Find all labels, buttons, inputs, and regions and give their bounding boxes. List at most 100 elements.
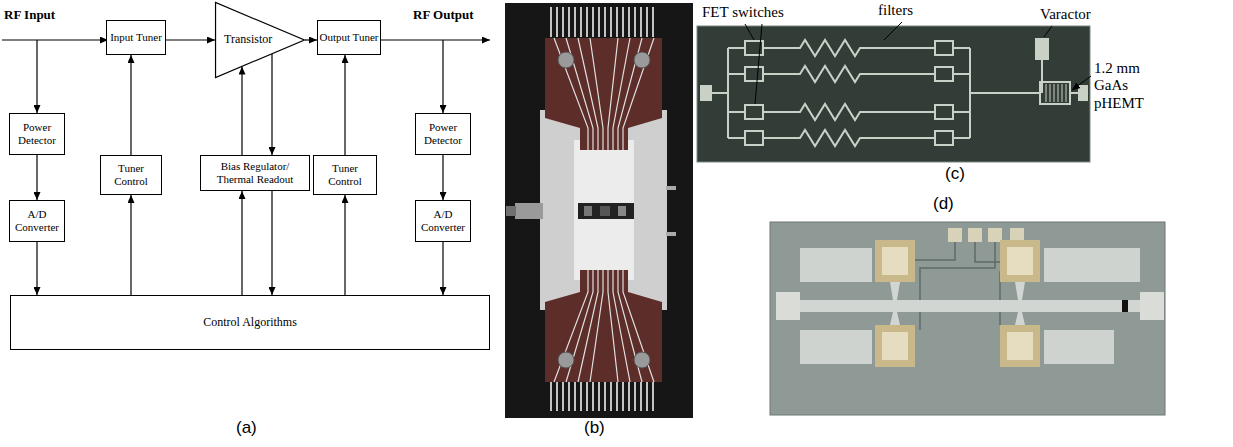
board-photo: [506, 206, 516, 216]
box-label: A/D Converter: [10, 208, 64, 233]
board-photo: [505, 3, 693, 418]
mems-chip-photo: [1007, 247, 1033, 275]
board-photo: [578, 203, 634, 219]
mmic-photo: [1078, 85, 1088, 101]
panel-letter: (a): [236, 418, 257, 438]
box-label: Tuner Control: [101, 162, 161, 187]
mems-chip-photo: [778, 300, 1160, 312]
leader-line: [1044, 26, 1052, 37]
box-label: Input Tuner: [110, 31, 162, 44]
process-box: A/D Converter: [9, 200, 65, 242]
mmic-photo: [728, 66, 970, 82]
signal-wire: [442, 40, 443, 113]
connector-arrow: [271, 54, 272, 155]
box-label: Control Algorithms: [203, 316, 297, 330]
mems-chip-photo: [875, 240, 915, 282]
leader-line: [745, 24, 754, 40]
port-label: RF Output: [413, 8, 474, 23]
box-label: A/D Converter: [416, 208, 470, 233]
process-box: Power Detector: [415, 113, 471, 155]
callout-label: FET switches: [702, 4, 784, 21]
connector-arrow: [36, 242, 37, 295]
mmic-photo: [1040, 82, 1070, 104]
mmic-photo: [728, 130, 970, 146]
signal-wire: [2, 39, 108, 40]
mmic-photo: [712, 40, 1080, 146]
board-photo: [618, 206, 626, 216]
mmic-photo: [745, 131, 763, 145]
board-photo: [550, 381, 657, 411]
mems-chip-photo: [1000, 240, 1040, 282]
connector-arrow: [130, 195, 131, 295]
mems-chip-photo: [1044, 330, 1114, 364]
process-box: Control Algorithms: [10, 295, 490, 350]
board-photo: [558, 52, 574, 68]
mems-chip-photo: [948, 228, 962, 242]
process-box: A/D Converter: [415, 200, 471, 242]
leader-line: [745, 22, 1091, 104]
mmic-photo: [728, 104, 970, 120]
connector-arrow: [305, 39, 317, 40]
board-photo: [515, 203, 543, 219]
panel-letter: (c): [945, 164, 965, 184]
board-photo: [505, 3, 693, 418]
board-photo: [634, 352, 650, 368]
mmic-photo: [935, 131, 953, 145]
callout-label: filters: [878, 2, 913, 19]
board-photo: [545, 38, 662, 150]
leader-line: [1072, 76, 1091, 90]
mmic-photo: [1035, 38, 1049, 60]
box-label: Transistor: [224, 33, 272, 47]
mmic-photo: [1046, 84, 1066, 102]
connector-arrow: [241, 191, 242, 295]
signal-wire: [378, 39, 490, 40]
mems-chip-photo: [1140, 292, 1164, 320]
process-box: Input Tuner: [106, 20, 166, 55]
connector-arrow: [130, 55, 131, 155]
leader-line: [755, 24, 762, 104]
mmic-photo: [970, 48, 1080, 138]
mems-chip-photo: [770, 222, 1165, 415]
mems-chip-photo: [1010, 228, 1024, 242]
mmic-photo: [712, 48, 728, 138]
box-label: Power Detector: [10, 121, 64, 146]
callout-label: 1.2 mm GaAs pHEMT: [1094, 60, 1156, 112]
process-box: Power Detector: [9, 113, 65, 155]
mems-chip-photo: [882, 332, 908, 360]
mems-chip-photo: [875, 325, 915, 367]
mmic-photo: [700, 85, 712, 101]
mems-chip-photo: [800, 330, 872, 364]
mmic-photo: [935, 67, 953, 81]
mmic-photo: [745, 67, 763, 81]
panel-letter: (b): [584, 418, 605, 438]
mems-chip-photo: [770, 222, 1165, 415]
board-photo: [554, 270, 654, 382]
mems-chip-photo: [882, 247, 908, 275]
box-label: Tuner Control: [314, 162, 376, 187]
mems-chip-photo: [776, 292, 800, 320]
mmic-photo: [745, 105, 763, 119]
box-label: Output Tuner: [320, 31, 379, 44]
mems-chip-photo: [800, 248, 872, 282]
connector-arrow: [344, 55, 345, 155]
board-photo: [550, 7, 657, 37]
panel-letter: (d): [933, 194, 954, 214]
triangle-outline: [216, 2, 305, 77]
process-box: Tuner Control: [313, 155, 377, 195]
board-photo: [666, 186, 676, 190]
amplifier-triangle: Transistor: [215, 2, 305, 78]
mems-chip-photo: [1015, 312, 1025, 325]
mems-chip-photo: [890, 312, 900, 325]
board-photo: [600, 206, 610, 216]
connector-arrow: [442, 155, 443, 200]
connector-arrow: [442, 242, 443, 295]
process-box: Output Tuner: [317, 20, 381, 55]
connector-arrow: [166, 39, 215, 40]
connector-arrow: [241, 67, 242, 155]
mems-chip-photo: [988, 228, 1002, 242]
board-photo: [634, 52, 650, 68]
connector-arrow: [36, 155, 37, 200]
